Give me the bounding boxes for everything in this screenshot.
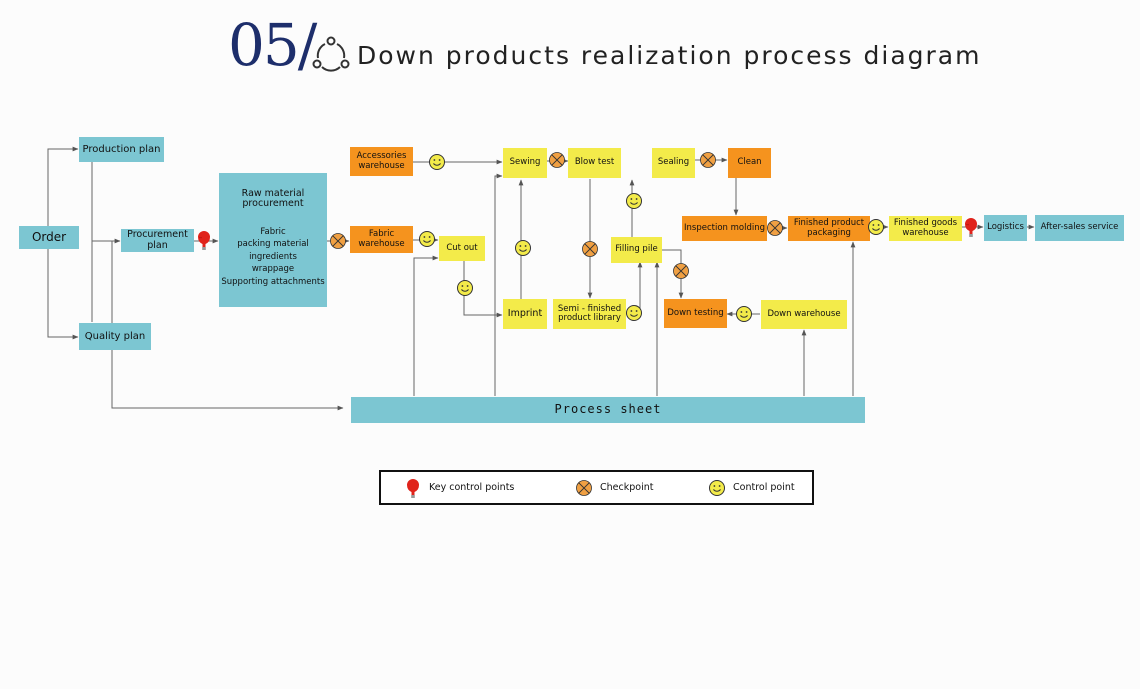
checkpoint-icon	[549, 152, 565, 168]
raw-material-item: Fabric	[260, 226, 286, 237]
key-control-point-icon	[965, 218, 977, 237]
sewing-node: Sewing	[503, 148, 547, 178]
sealing-node: Sealing	[652, 148, 695, 178]
raw-material-procurement-node: Raw material procurement Fabric packing …	[219, 173, 327, 307]
filling-pile-node: Filling pile	[611, 237, 662, 263]
checkpoint-icon	[673, 263, 689, 279]
raw-material-item: ingredients	[249, 251, 297, 262]
legend-label: Checkpoint	[600, 482, 654, 493]
down-warehouse-node: Down warehouse	[761, 300, 847, 329]
control-point-icon	[429, 154, 445, 170]
checkpoint-icon	[576, 479, 592, 496]
cut-out-node: Cut out	[439, 236, 485, 261]
control-point-icon	[626, 305, 642, 321]
procurement-plan-node: Procurement plan	[121, 229, 194, 252]
finished-product-packaging-node: Finished product packaging	[788, 216, 870, 241]
production-plan-node: Production plan	[79, 137, 164, 162]
checkpoint-icon	[330, 233, 346, 249]
control-point-icon	[626, 193, 642, 209]
clean-node: Clean	[728, 148, 771, 178]
quality-plan-node: Quality plan	[79, 323, 151, 350]
control-point-icon	[868, 219, 884, 235]
raw-material-item: packing material	[237, 239, 309, 250]
control-point-icon	[419, 231, 435, 247]
order-node: Order	[19, 226, 79, 249]
checkpoint-icon	[582, 241, 598, 257]
page-title: Down products realization process diagra…	[357, 41, 982, 70]
legend-checkpoint: Checkpoint	[575, 472, 653, 503]
accessories-warehouse-node: Accessories warehouse	[350, 147, 413, 176]
raw-material-item: Supporting attachments	[221, 276, 325, 287]
control-point-icon	[515, 240, 531, 256]
finished-goods-warehouse-node: Finished goods warehouse	[889, 216, 962, 241]
key-control-point-icon	[198, 231, 210, 250]
checkpoint-icon	[767, 220, 783, 236]
logistics-node: Logistics	[984, 215, 1027, 241]
fabric-warehouse-node: Fabric warehouse	[350, 226, 413, 253]
legend-key-control-points: Key control points	[404, 472, 514, 503]
checkpoint-icon	[700, 152, 716, 168]
cycle-icon	[312, 36, 350, 72]
key-control-point-icon	[407, 478, 419, 498]
control-point-icon	[736, 306, 752, 322]
raw-material-title: Raw material procurement	[241, 188, 305, 210]
inspection-molding-node: Inspection molding	[682, 216, 767, 241]
after-sales-service-node: After-sales service	[1035, 215, 1124, 241]
legend-control-point: Control point	[708, 472, 795, 503]
section-number: 05/	[228, 11, 317, 79]
page-heading: 05/ Down products realization process di…	[0, 0, 1140, 90]
control-point-icon	[457, 280, 473, 296]
down-testing-node: Down testing	[664, 299, 727, 328]
raw-material-item: wrappage	[251, 264, 295, 275]
imprint-node: Imprint	[503, 299, 547, 329]
legend-label: Control point	[733, 482, 795, 493]
semi-finished-product-library-node: Semi - finished product library	[553, 299, 626, 329]
legend: Key control points Checkpoint Control po…	[379, 470, 814, 505]
blow-test-node: Blow test	[568, 148, 621, 178]
legend-label: Key control points	[429, 482, 515, 493]
process-sheet-node: Process sheet	[351, 397, 865, 423]
control-point-icon	[709, 479, 725, 496]
